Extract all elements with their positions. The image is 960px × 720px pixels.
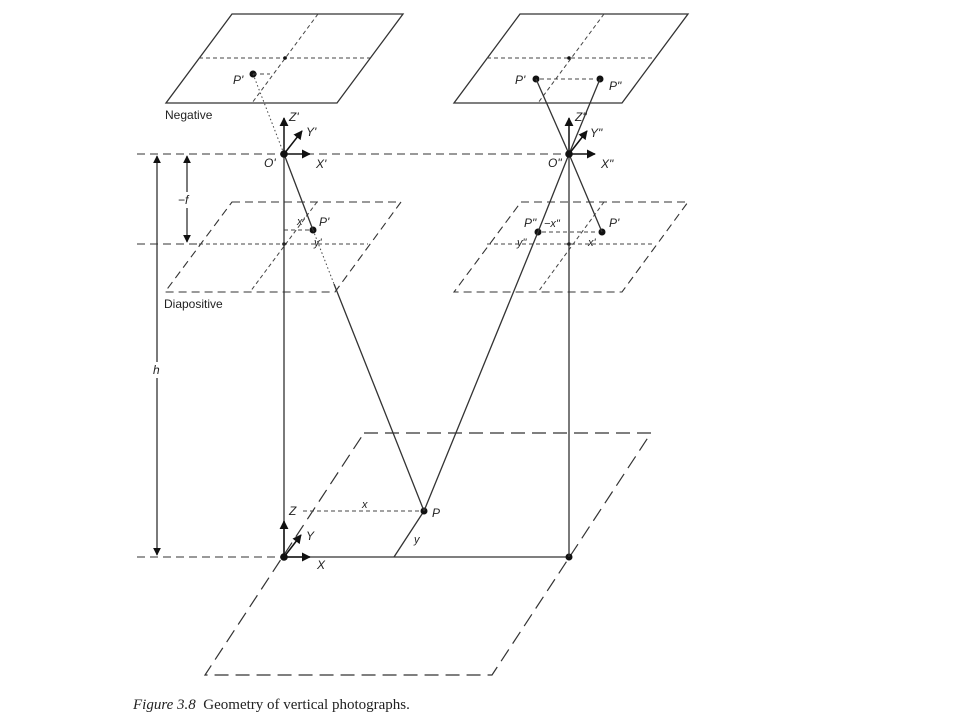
left-perspective-center <box>280 150 288 158</box>
figure-caption: Figure 3.8 Geometry of vertical photogra… <box>133 697 410 714</box>
ground-y-label: y <box>413 534 421 546</box>
figure-number: Figure 3.8 <box>133 697 196 713</box>
right-negative-P-right-label: P" <box>609 79 622 93</box>
right-ray-negative-right <box>568 78 601 155</box>
left-Y-label: Y' <box>306 125 317 139</box>
ground-X-label: X <box>316 558 326 572</box>
left-negative-principal-point <box>283 56 287 60</box>
left-ray-through-diapositive <box>312 229 335 285</box>
right-negative-P-left-label: P' <box>515 73 526 87</box>
left-ray-upper <box>283 153 314 231</box>
figure-title: Geometry of vertical photographs. <box>203 697 410 713</box>
right-ray-diapositive-right <box>568 153 603 233</box>
right-x-label: x' <box>587 237 597 249</box>
left-ray-to-ground <box>333 283 425 512</box>
right-diapositive-P-right-label: P' <box>609 216 620 230</box>
left-diapositive-P-label: P' <box>319 215 330 229</box>
right-ray-negative-left <box>535 78 570 155</box>
left-x-label: x' <box>296 216 306 228</box>
right-negative-principal-point <box>567 56 571 60</box>
right-Z-label: Z" <box>574 110 587 124</box>
ground-Y-label: Y <box>306 529 315 543</box>
ground-axes <box>279 520 311 562</box>
negative-label: Negative <box>165 108 213 122</box>
ground-x-label: x <box>361 499 368 511</box>
right-y-label: y" <box>516 237 528 249</box>
left-ray-negative <box>252 73 285 155</box>
ground-plane <box>203 432 653 676</box>
right-O-label: O" <box>548 156 562 170</box>
left-y-label: y' <box>313 237 323 249</box>
ground-Z-label: Z <box>288 504 297 518</box>
h-label: h <box>153 363 160 377</box>
ground-P-label: P <box>432 506 440 520</box>
right-minus-x-label: −x" <box>544 218 561 230</box>
right-negative-plane <box>452 13 690 104</box>
left-Z-label: Z' <box>288 110 299 124</box>
right-ray-diapositive-left <box>537 153 570 233</box>
right-perspective-center <box>565 150 573 158</box>
right-Y-label: Y" <box>590 126 603 140</box>
ground-y-coordinate-line <box>393 510 425 558</box>
left-X-label: X' <box>315 157 327 171</box>
left-camera-axes <box>279 117 311 159</box>
left-diapositive-plane <box>163 201 403 293</box>
diapositive-label: Diapositive <box>164 297 223 311</box>
right-X-label: X" <box>600 157 614 171</box>
right-diapositive-P-left-label: P" <box>524 216 537 230</box>
right-diapositive-plane <box>452 201 690 293</box>
ground-origin <box>280 553 288 561</box>
right-ray-to-ground <box>423 231 539 512</box>
left-negative-P-label: P' <box>233 73 244 87</box>
left-O-label: O' <box>264 156 276 170</box>
right-camera-axes <box>564 117 596 159</box>
minus-f-label: −f <box>178 193 190 207</box>
